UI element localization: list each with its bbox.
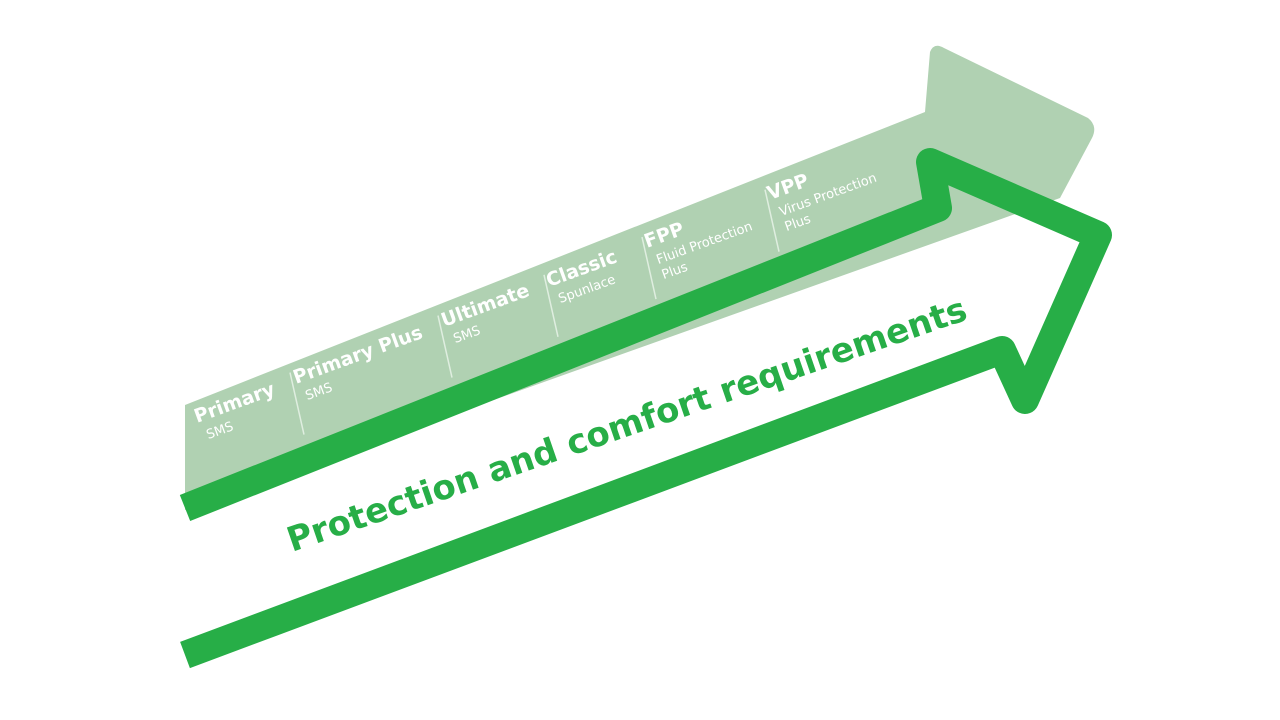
tier-divider — [764, 189, 780, 252]
tier-dividers — [289, 189, 780, 435]
tier-divider — [543, 274, 559, 337]
tier-divider — [437, 315, 453, 378]
tier-divider — [641, 236, 657, 300]
outline-arrow — [179, 148, 1112, 669]
tier-divider — [289, 372, 305, 435]
light-arrow — [185, 45, 1095, 510]
